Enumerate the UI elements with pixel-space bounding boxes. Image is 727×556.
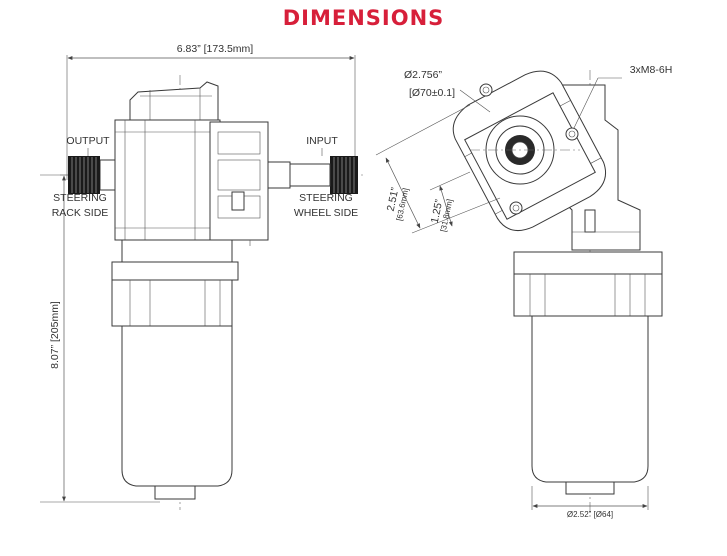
gearbox-right-block — [209, 121, 269, 241]
side-view — [375, 70, 663, 520]
connector-tab — [231, 191, 245, 211]
flange-dia-leader — [459, 89, 491, 113]
dim-251-line — [385, 157, 421, 229]
bolt-hole-bottom — [509, 201, 523, 215]
motor-can — [121, 325, 233, 487]
bolt-hole-right — [565, 127, 579, 141]
flange-diameter-label: Ø2.756” — [404, 69, 442, 81]
side-motor-end-cap — [565, 481, 615, 495]
side-motor-flange — [513, 251, 663, 275]
bolt-hole-top — [479, 83, 493, 97]
motor-flange — [111, 261, 239, 281]
motor-diameter-label: Ø2.52” [Ø64] — [567, 510, 613, 519]
input-spline — [330, 156, 358, 194]
width-dimension-label: 6.83” [173.5mm] — [177, 43, 254, 55]
front-view: 6.83” [173.5mm] 8.07” [205mm] — [40, 43, 365, 510]
steering-rack-label-line1: STEERING — [53, 192, 107, 204]
gearbox-top-cap — [129, 81, 219, 121]
motor-end-cap — [154, 485, 196, 500]
bolts-label: 3xM8-6H — [630, 64, 673, 76]
motor-mount — [121, 239, 233, 263]
bolts-leader — [573, 77, 599, 129]
dim-125-line — [439, 185, 453, 227]
side-bolt-stud — [584, 209, 596, 233]
output-collar — [99, 159, 116, 191]
gearbox-housing — [114, 119, 221, 241]
side-motor-collar — [513, 273, 663, 317]
steering-wheel-label-line1: STEERING — [299, 192, 353, 204]
input-label: INPUT — [306, 135, 338, 147]
input-shaft — [289, 163, 331, 187]
flange-diameter-mm-label: [Ø70±0.1] — [409, 87, 455, 99]
side-motor-can — [531, 315, 649, 483]
motor-collar — [111, 279, 233, 327]
dim-125-label: 1.25” — [429, 198, 446, 224]
steering-rack-label-line2: RACK SIDE — [52, 207, 109, 219]
steering-wheel-label-line2: WHEEL SIDE — [294, 207, 358, 219]
height-dimension-label: 8.07” [205mm] — [49, 301, 61, 369]
page-title: DIMENSIONS — [282, 6, 445, 30]
input-collar — [267, 161, 291, 189]
output-label: OUTPUT — [66, 135, 110, 147]
dim-251-label: 2.51” — [385, 186, 402, 212]
